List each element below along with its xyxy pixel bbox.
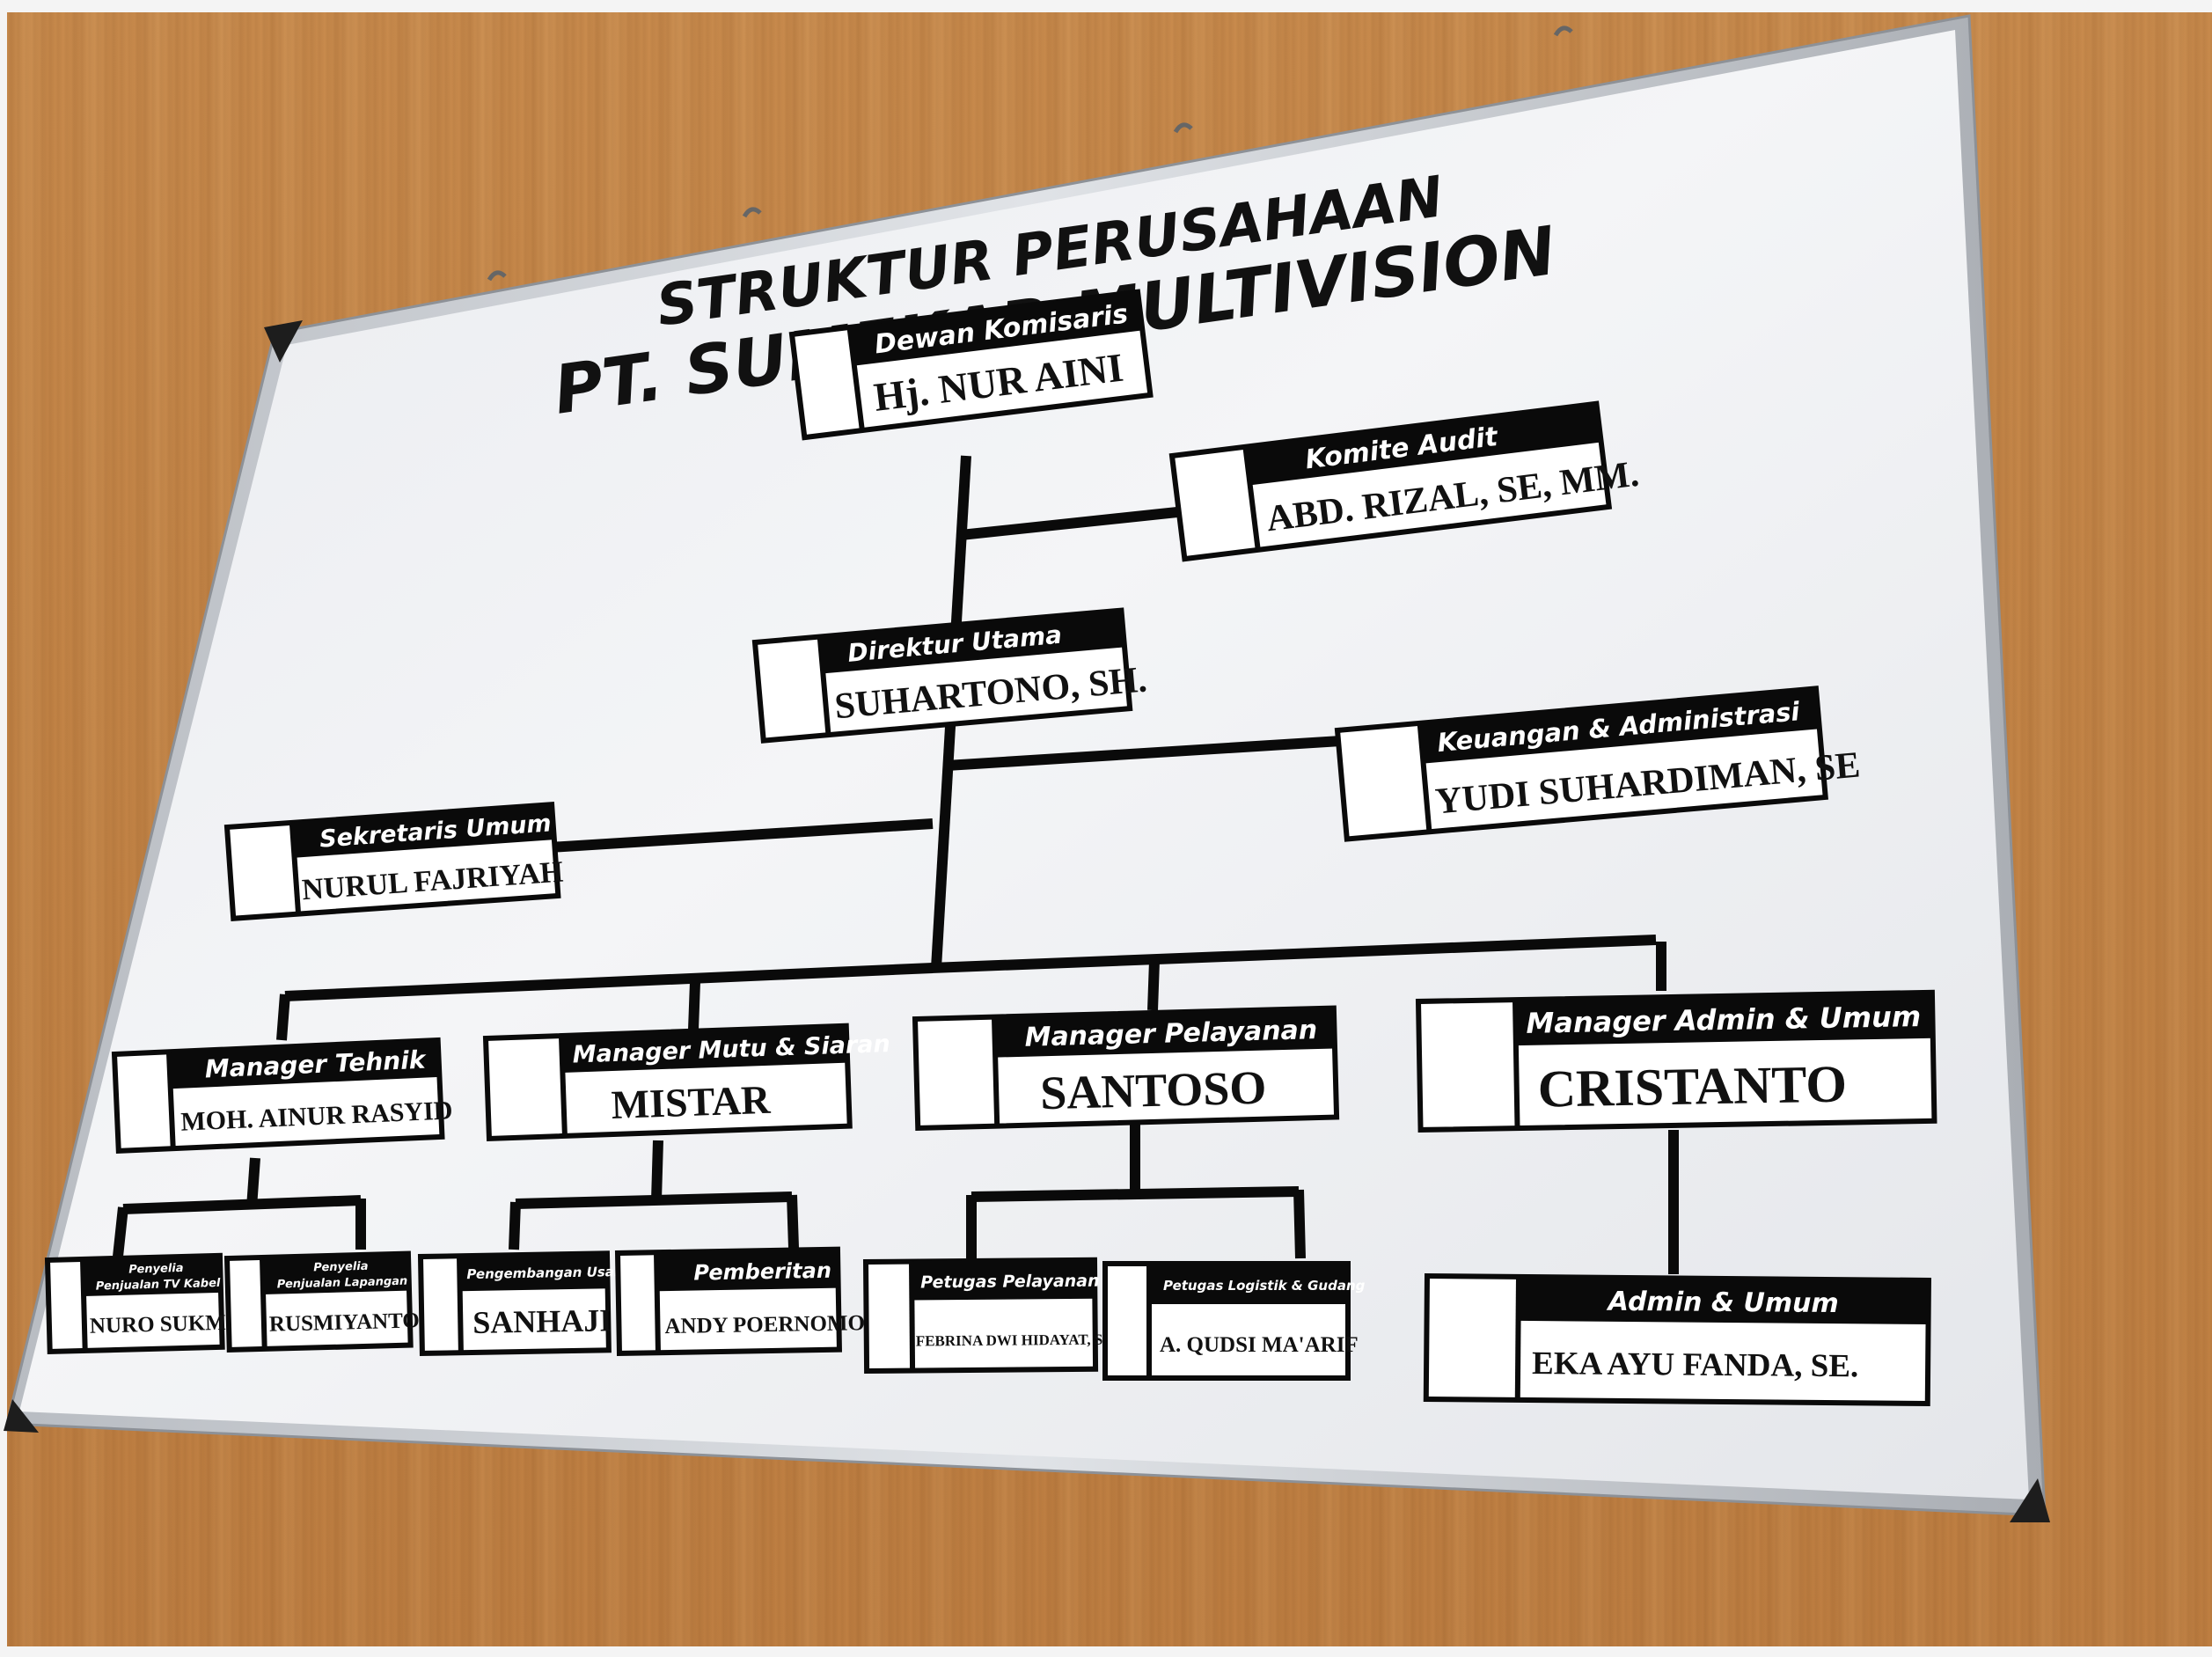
- role-penyelia-tv-kabel-line1: Penyelia: [128, 1262, 184, 1277]
- name-manager-pelayanan: SANTOSO: [1039, 1061, 1267, 1120]
- frame-corner-bottom-right: [2010, 1478, 2050, 1522]
- box-petugas-pelayanan: Petugas Pelayanan FEBRINA DWI HIDAYAT, S…: [862, 1257, 1113, 1375]
- name-manager-admin-umum: CRISTANTO: [1537, 1055, 1847, 1118]
- box-direktur-utama: Direktur Utama SUHARTONO, SH.: [751, 607, 1148, 744]
- frame-corner-top-left: [264, 320, 303, 363]
- name-petugas-pelayanan: FEBRINA DWI HIDAYAT, SE: [916, 1331, 1113, 1350]
- name-penyelia-lapangan: RUSMIYANTO: [269, 1309, 421, 1336]
- role-manager-admin-umum: Manager Admin & Umum: [1526, 1000, 1921, 1040]
- role-penyelia-lapangan-line2: Penjualan Lapangan: [277, 1275, 408, 1292]
- name-penyelia-tv-kabel: NURO SUKMO: [90, 1310, 244, 1338]
- name-petugas-logistik-gudang: A. QUDSI MA'ARIF: [1160, 1333, 1359, 1357]
- box-penyelia-lapangan: Penyelia Penjualan Lapangan RUSMIYANTO: [223, 1250, 421, 1353]
- box-manager-pelayanan: Manager Pelayanan SANTOSO: [912, 1005, 1340, 1132]
- role-pengembangan-usaha: Pengembangan Usaha: [466, 1264, 633, 1282]
- box-sekretaris-umum: Sekretaris Umum NURUL FAJRIYAH: [223, 801, 564, 921]
- name-pengembangan-usaha: SANHAJI: [472, 1302, 612, 1340]
- image-border-bottom: [0, 1646, 2212, 1657]
- name-manager-mutu-siaran: MISTAR: [611, 1077, 772, 1127]
- name-pemberitan: ANDY POERNOMO: [664, 1311, 865, 1338]
- box-admin-umum-staff: Admin & Umum EKA AYU FANDA, SE.: [1423, 1272, 1932, 1406]
- hook-2: [742, 207, 762, 218]
- role-petugas-logistik-gudang: Petugas Logistik & Gudang: [1163, 1278, 1366, 1294]
- image-border-left: [0, 0, 7, 1657]
- role-penyelia-lapangan-line1: Penyelia: [313, 1260, 369, 1275]
- box-petugas-logistik-gudang: Petugas Logistik & Gudang A. QUDSI MA'AR…: [1102, 1261, 1366, 1381]
- box-pemberitan: Pemberitan ANDY POERNOMO: [614, 1246, 865, 1357]
- name-admin-umum-staff: EKA AYU FANDA, SE.: [1532, 1345, 1858, 1384]
- frame-corner-bottom-left: [4, 1399, 39, 1433]
- image-border-top: [0, 0, 2212, 12]
- box-manager-admin-umum: Manager Admin & Umum CRISTANTO: [1415, 989, 1937, 1133]
- role-petugas-pelayanan: Petugas Pelayanan: [920, 1272, 1100, 1293]
- box-komite-audit: Komite Audit ABD. RIZAL, SE, MM.: [1168, 400, 1641, 562]
- role-manager-pelayanan: Manager Pelayanan: [1024, 1015, 1317, 1053]
- box-penyelia-tv-kabel: Penyelia Penjualan TV Kabel NURO SUKMO: [44, 1252, 244, 1355]
- box-manager-mutu-siaran: Manager Mutu & Siaran MISTAR: [482, 1023, 890, 1142]
- role-pemberitan: Pemberitan: [693, 1258, 831, 1286]
- hook-4: [1553, 26, 1573, 37]
- hook-1: [487, 270, 507, 282]
- role-penyelia-tv-kabel-line2: Penjualan TV Kabel: [96, 1277, 222, 1294]
- box-pengembangan-usaha: Pengembangan Usaha SANHAJI: [417, 1250, 633, 1357]
- role-admin-umum-staff: Admin & Umum: [1607, 1287, 1839, 1319]
- box-manager-tehnik: Manager Tehnik MOH. AINUR RASYID: [111, 1037, 453, 1155]
- hook-3: [1173, 122, 1193, 134]
- box-keuangan-administrasi: Keuangan & Administrasi YUDI SUHARDIMAN,…: [1334, 686, 1862, 842]
